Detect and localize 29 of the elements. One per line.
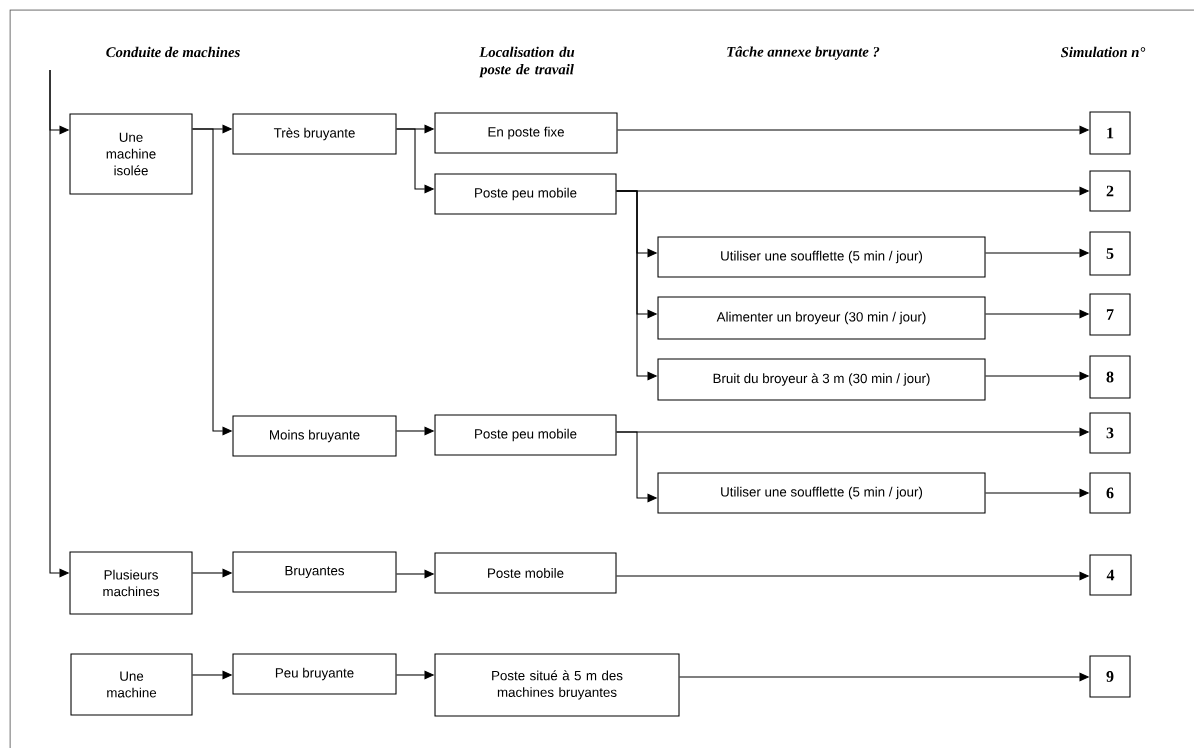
simulation-number-box: 8: [1089, 355, 1131, 399]
process-box: Bruit du broyeur à 3 m (30 min / jour): [657, 358, 986, 401]
process-box: Poste peu mobile: [434, 173, 617, 215]
process-box: Poste mobile: [434, 552, 617, 594]
simulation-number-box: 1: [1089, 111, 1131, 155]
process-box: En poste fixe: [434, 112, 618, 154]
simulation-number-box: 6: [1089, 472, 1131, 514]
process-box: Bruyantes: [232, 551, 397, 593]
process-box: Poste peu mobile: [434, 414, 617, 456]
process-box: Utiliser une soufflette (5 min / jour): [657, 472, 986, 514]
simulation-number-box: 2: [1089, 170, 1131, 212]
simulation-number-box: 9: [1089, 655, 1131, 698]
simulation-number-box: 3: [1089, 412, 1131, 454]
process-box: Moins bruyante: [232, 415, 397, 457]
simulation-number-box: 7: [1089, 293, 1131, 336]
column-header: Tâche annexe bruyante ?: [727, 46, 880, 60]
process-box: Alimenter un broyeur (30 min / jour): [657, 296, 986, 340]
process-box: Une machine: [70, 653, 193, 716]
simulation-number-box: 5: [1089, 231, 1131, 276]
process-box: Peu bruyante: [232, 653, 397, 695]
process-box: Poste situé à 5 m des machines bruyantes: [434, 653, 680, 717]
process-box: Plusieurs machines: [69, 551, 193, 615]
process-box: Très bruyante: [232, 113, 397, 155]
column-header: Localisation du poste de travail: [479, 46, 575, 78]
column-header: Conduite de machines: [106, 46, 240, 58]
process-box: Une machine isolée: [69, 113, 193, 195]
simulation-number-box: 4: [1089, 554, 1132, 596]
column-header: Simulation n°: [1061, 46, 1146, 58]
process-box: Utiliser une soufflette (5 min / jour): [657, 236, 986, 278]
